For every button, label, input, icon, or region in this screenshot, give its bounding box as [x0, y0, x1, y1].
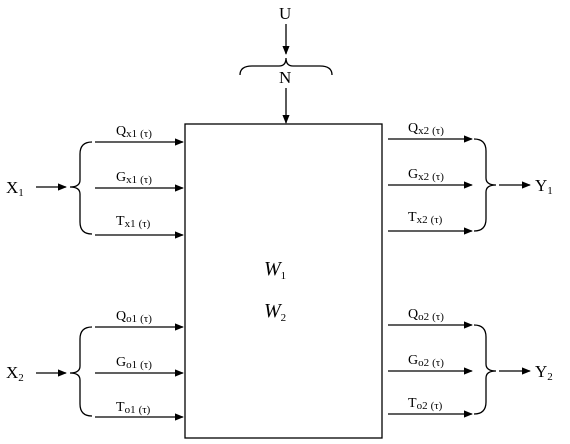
block-w2-label: W2 [264, 300, 286, 324]
u-label: U [279, 4, 291, 23]
signal-to2-label: To2(τ) [408, 396, 443, 412]
signal-qx1-label: Qx1(τ) [116, 124, 152, 140]
signal-tx2-label: Tx2(τ) [408, 210, 443, 226]
top-brace [239, 57, 333, 76]
signal-gx2-label: Gx2(τ) [408, 167, 444, 183]
signal-qo2-label: Qo2(τ) [408, 307, 444, 323]
signal-qo1-label: Qo1(τ) [116, 309, 152, 325]
signal-gx1-label: Gx1(τ) [116, 170, 152, 186]
signal-qx2-label: Qx2(τ) [408, 121, 444, 137]
system-block [184, 123, 383, 439]
signal-to1-label: To1(τ) [116, 400, 151, 416]
y1-brace [473, 138, 497, 232]
signal-go1-label: Go1(τ) [116, 355, 152, 371]
y2-label: Y2 [535, 362, 553, 383]
signal-go2-label: Go2(τ) [408, 353, 444, 369]
y1-label: Y1 [535, 176, 553, 197]
y2-brace [473, 324, 497, 415]
x1-label: X1 [6, 178, 24, 199]
signal-tx1-label: Tx1(τ) [116, 214, 151, 230]
x1-brace [69, 141, 93, 235]
x2-label: X2 [6, 363, 24, 384]
n-label: N [279, 68, 291, 87]
x2-brace [69, 326, 93, 417]
block-w1-label: W1 [264, 258, 286, 282]
